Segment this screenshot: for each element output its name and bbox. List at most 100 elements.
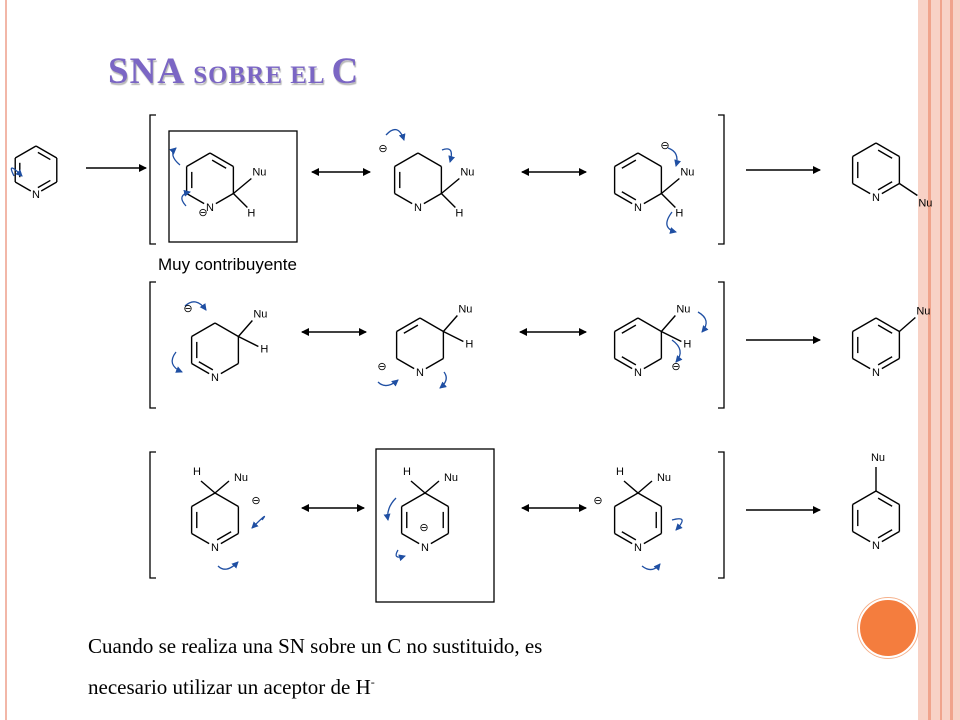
negative-charge-symbol: ⊖	[378, 143, 387, 155]
ring-bond	[191, 492, 216, 508]
nucleophile-label: Nu	[234, 472, 248, 484]
right-decorative-line	[928, 0, 931, 720]
ring-bond	[215, 192, 234, 205]
ring-bond	[637, 492, 662, 508]
caption-line-2: necesario utilizar un aceptor de H	[88, 675, 371, 699]
hydrogen-label: H	[465, 339, 473, 351]
electron-push-arrow	[171, 351, 183, 373]
electron-push-arrow	[181, 189, 191, 207]
ring-bond	[396, 357, 415, 370]
bracket-left	[149, 451, 156, 579]
negative-charge-symbol: ⊖	[671, 361, 680, 373]
substituent-bond	[443, 330, 464, 343]
substituent-bond	[637, 480, 653, 494]
substituent-bond	[214, 480, 230, 494]
ring-bond	[852, 142, 877, 158]
substituent-bond	[200, 480, 216, 494]
ring-bond	[881, 357, 900, 370]
electron-push-arrow	[666, 211, 677, 234]
substituent-bond	[410, 480, 426, 494]
ring-bond	[430, 532, 449, 545]
right-decorative-band	[918, 0, 960, 720]
ring-bond	[852, 490, 877, 506]
ring-bond	[643, 192, 662, 205]
ring-bond	[643, 532, 662, 545]
nitrogen-label: N	[416, 367, 424, 379]
nucleophile-label: Nu	[680, 167, 694, 179]
ring-double-bond	[621, 191, 637, 201]
hydrogen-label: H	[403, 466, 411, 478]
ring-bond	[191, 322, 216, 338]
negative-charge-symbol: ⊖	[183, 303, 192, 315]
nucleophile-label: Nu	[252, 167, 266, 179]
ring-bond	[35, 145, 58, 159]
ring-bond	[637, 317, 662, 333]
ring-double-bond	[216, 531, 232, 541]
decorative-orb	[858, 598, 918, 658]
nucleophile-label: Nu	[918, 198, 932, 210]
substituent-bond	[660, 177, 680, 195]
ring-bond	[614, 492, 639, 508]
ring-bond	[186, 152, 211, 168]
nitrogen-label: N	[634, 367, 642, 379]
electron-push-arrow	[377, 379, 399, 387]
pyridine-nitrogen: N	[32, 189, 40, 201]
ring-bond	[875, 317, 900, 333]
ring-bond	[852, 317, 877, 333]
substituent-bond	[232, 193, 248, 208]
caption-text: Cuando se realiza una SN sobre un C no s…	[88, 628, 808, 705]
substituent-bond	[898, 182, 918, 197]
ring-bond	[614, 532, 633, 545]
negative-charge-symbol: ⊖	[198, 207, 207, 219]
electron-push-arrow	[671, 339, 683, 363]
nitrogen-label: N	[634, 542, 642, 554]
substituent-bond	[660, 193, 676, 208]
hydrogen-label: H	[675, 208, 683, 220]
electron-push-arrow	[251, 515, 266, 529]
ring-bond	[614, 192, 633, 205]
ring-double-bond	[877, 324, 893, 334]
hydrogen-label: H	[616, 466, 624, 478]
nucleophile-label: Nu	[657, 472, 671, 484]
ring-bond	[401, 532, 420, 545]
electron-push-arrow	[441, 148, 456, 163]
nitrogen-label: N	[211, 372, 219, 384]
substituent-bond	[440, 177, 460, 195]
substituent-bond	[424, 480, 440, 494]
ring-double-bond	[877, 497, 893, 507]
electron-push-arrow	[667, 147, 682, 167]
substituent-bond	[661, 330, 682, 343]
caption-line-1: Cuando se realiza una SN sobre un C no s…	[88, 634, 543, 658]
ring-bond	[614, 357, 633, 370]
ring-bond	[394, 192, 413, 205]
hydrogen-label: H	[455, 208, 463, 220]
ring-bond	[419, 317, 444, 333]
ring-bond	[220, 532, 239, 545]
electron-push-arrow	[383, 497, 397, 521]
ring-double-bond	[877, 181, 893, 191]
ring-bond	[14, 181, 32, 192]
negative-charge-symbol: ⊖	[593, 495, 602, 507]
very-contributing-label: Muy contribuyente	[158, 255, 297, 274]
nucleophile-label: Nu	[458, 304, 472, 316]
left-decorative-rule	[5, 0, 7, 720]
nucleophile-label: Nu	[916, 306, 930, 318]
ring-bond	[425, 357, 444, 370]
electron-push-arrow	[169, 147, 181, 166]
ring-bond	[637, 152, 662, 168]
nitrogen-label: N	[211, 542, 219, 554]
ring-bond	[214, 492, 239, 508]
ring-double-bond	[877, 529, 893, 539]
negative-charge-symbol: ⊖	[660, 140, 669, 152]
ring-double-bond	[621, 531, 637, 541]
ring-double-bond	[211, 159, 227, 169]
ring-bond	[191, 532, 210, 545]
nucleophile-label: Nu	[253, 309, 267, 321]
ring-double-bond	[403, 324, 419, 334]
electron-push-arrow	[697, 311, 709, 333]
ring-bond	[14, 145, 37, 159]
nucleophile-label: Nu	[676, 304, 690, 316]
ring-bond	[40, 181, 58, 192]
hydrogen-label: H	[247, 208, 255, 220]
ring-bond	[424, 492, 449, 508]
